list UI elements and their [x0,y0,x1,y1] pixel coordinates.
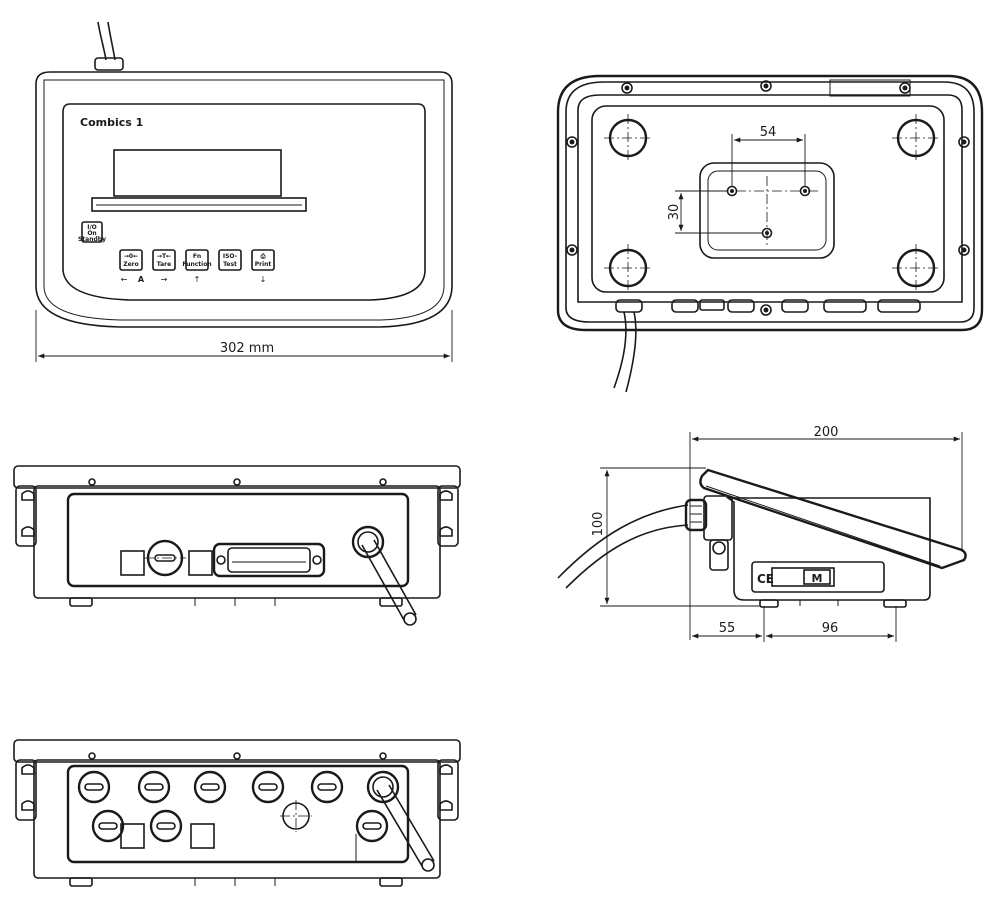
rear-side-bracket-right [437,485,459,547]
width-dimension-label: 302 mm [220,341,274,356]
multiport-panel [66,764,410,864]
function-key[interactable]: Fn Function [182,249,212,271]
side-housing [725,497,931,601]
hole-spacing-h-label: 54 [760,125,777,140]
isotest-key-label: Test [223,261,237,268]
screw-icon [566,80,970,316]
front-view: Combics 1 I/O On Standby →0← Zero →T← Ta… [35,21,453,362]
key-marker-a: A [138,275,145,284]
rear-panel [66,492,410,588]
print-key-label: Print [255,261,272,268]
ce-mark: CE [757,572,774,586]
side-cable-gland-icon [684,498,708,532]
function-key-label: Function [182,261,211,268]
foot-spacing-dimension-label: 96 [822,621,839,636]
zero-key-symbol: →0← [124,253,138,260]
tare-key-label: Tare [157,261,171,268]
print-key-symbol: ⎙ [260,253,266,260]
cable-offset-dimension-label: 55 [719,621,736,636]
standby-key-label-3: Standby [78,236,106,243]
vent-plug-icon [280,800,312,832]
mounting-recess [699,162,835,259]
front-cable-gland [94,57,124,71]
rubber-foot-icon [604,114,940,292]
side-display-top [699,468,967,570]
back-view: 54 30 [556,74,984,393]
arrow-up-icon: ↑ [194,275,201,284]
back-recess [591,105,945,293]
front-cable [97,21,107,61]
rear-view [13,465,461,626]
standby-key-label-2: On [87,230,96,237]
standby-key-label-1: I/O [87,224,97,231]
product-label: Combics 1 [80,116,143,129]
blank-plug [120,823,145,849]
side-cable [557,504,689,579]
printer-slot [91,197,307,212]
round-connector-icon [144,539,186,577]
bracket-screw-icon [21,764,453,811]
tare-key-symbol: →T← [157,253,171,260]
standby-key[interactable]: I/O On Standby [78,221,106,243]
bracket-screw-icon [21,490,453,537]
display-window [113,149,282,197]
dsub-connector-icon [212,542,326,578]
hole-spacing-v-label: 30 [667,204,682,221]
depth-dimension-label: 200 [814,425,839,440]
zero-key[interactable]: →0← Zero [119,249,143,271]
isotest-key[interactable]: ISO- Test [218,249,242,271]
cable-gland-icon [351,525,385,559]
front-housing-outline [35,71,453,328]
back-housing-outline [556,74,984,332]
front-bezel [62,103,426,301]
mounting-hole-icon [726,185,811,239]
isotest-key-symbol: ISO- [223,253,238,260]
rear-cable [361,539,417,621]
blank-plug [188,550,213,576]
metrology-mark: M [812,572,823,585]
arrow-left-icon: ← [121,275,128,284]
round-connector-icon [77,770,389,843]
back-cable [613,311,627,389]
function-key-symbol: Fn [193,253,201,260]
blank-plug [190,823,215,849]
zero-key-label: Zero [123,261,139,268]
arrow-down-icon: ↓ [260,275,267,284]
connector-icon [615,299,921,313]
height-dimension-label: 100 [591,512,606,537]
print-key[interactable]: ⎙ Print [251,249,275,271]
rear-side-bracket-left [15,485,37,547]
type-plate [751,561,885,593]
rear-housing [13,465,461,489]
arrow-right-icon: → [161,275,168,284]
rear-view-multiport [13,739,461,887]
blank-plug [120,550,145,576]
cable-gland-icon [366,770,400,804]
tare-key[interactable]: →T← Tare [152,249,176,271]
side-view: CE M 200 100 55 96 [557,425,967,642]
